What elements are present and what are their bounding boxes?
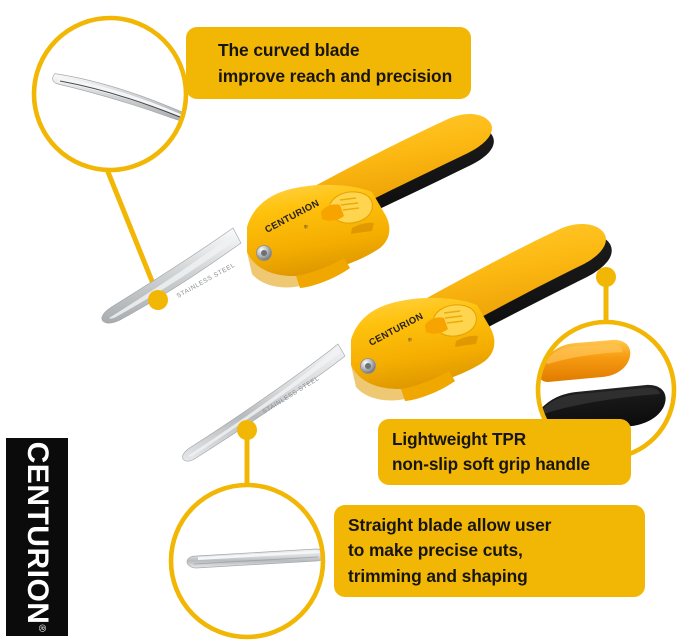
callout-curved-blade: The curved blade improve reach and preci… (186, 27, 471, 99)
callout-straight-blade-line-2: to make precise cuts, (348, 540, 523, 561)
callout-straight-blade-line-1: Straight blade allow user (348, 514, 552, 535)
connector-lines (105, 169, 609, 488)
callout-grip-handle-line-2: non-slip soft grip handle (392, 454, 591, 474)
svg-text:®: ® (407, 336, 414, 344)
brand-badge-name: CENTURION® (20, 442, 54, 633)
zoom-circle-straight-blade (168, 420, 326, 640)
callout-curved-blade-line-1: The curved blade (218, 40, 360, 60)
callout-straight-blade: Straight blade allow user to make precis… (334, 505, 645, 597)
svg-text:®: ® (303, 223, 310, 231)
callout-straight-blade-line-3: trimming and shaping (348, 565, 528, 586)
brand-badge-text: CENTURION (21, 441, 54, 625)
connector-dot-curved (148, 290, 168, 310)
brand-badge: CENTURION® (6, 438, 68, 636)
registered-trademark-icon: ® (36, 624, 47, 633)
callout-grip-handle-line-1: Lightweight TPR (392, 429, 527, 449)
connector-dot-grip (596, 267, 616, 287)
callout-grip-handle: Lightweight TPR non-slip soft grip handl… (378, 419, 631, 485)
callout-curved-blade-line-2: improve reach and precision (218, 66, 453, 86)
connector-dot-straight (237, 420, 257, 440)
pruning-shear-straight: STAINLESS STEEL CENTURION ® (182, 224, 612, 462)
zoom-circle-curved-blade (31, 15, 189, 310)
pruning-shear-curved: STAINLESS STEEL CENTURION ® (101, 113, 494, 324)
